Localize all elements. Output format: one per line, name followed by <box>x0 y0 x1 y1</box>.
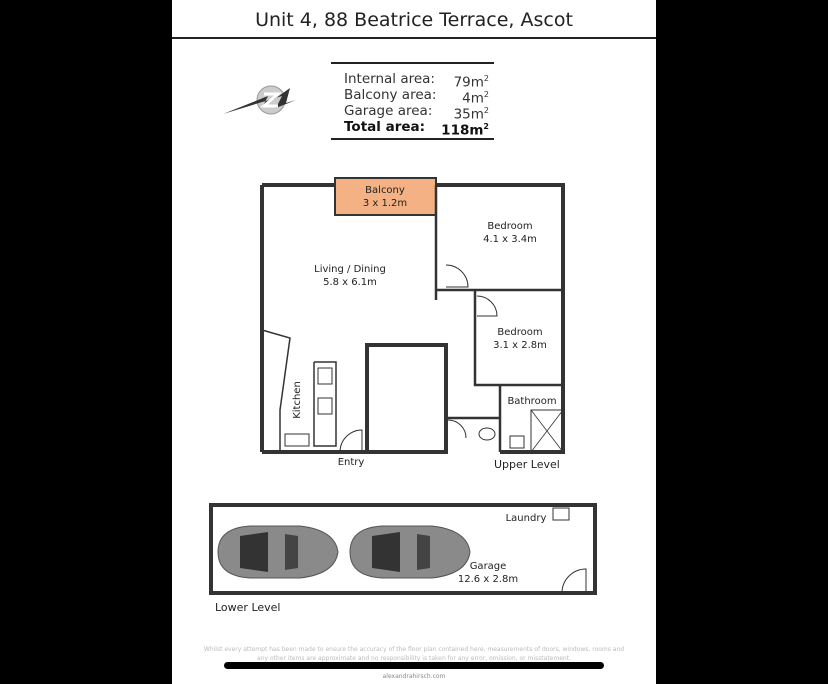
area-value: 35m2 <box>453 106 489 123</box>
area-label: Balcony area: <box>344 87 437 103</box>
garage-label: Garage <box>470 561 507 572</box>
floor-plan-drawing: Balcony 3 x 1.2m Bedroom 4.1 x 3.4m Livi… <box>209 85 597 614</box>
area-row-internal: Internal area: 79m2 <box>344 71 489 91</box>
north-arrow-compass-icon <box>223 85 296 115</box>
area-row-total: Total area: 118m2 <box>344 119 489 139</box>
area-row-balcony: Balcony area: 4m2 <box>344 87 489 107</box>
bedroom1-label: Bedroom <box>487 221 532 232</box>
area-value: 79m2 <box>453 74 489 91</box>
garage-size: 12.6 x 2.8m <box>458 574 518 585</box>
website-text: alexandrahirsch.com <box>382 673 446 680</box>
balcony-label: Balcony <box>365 185 405 196</box>
area-table-bottom-rule <box>331 138 494 140</box>
area-label: Total area: <box>344 119 426 135</box>
floor-plan-page: Unit 4, 88 Beatrice Terrace, Ascot Inter… <box>172 0 656 684</box>
bathroom-label: Bathroom <box>507 396 556 407</box>
upper-level-plan <box>260 177 565 454</box>
horizontal-scrollbar[interactable] <box>224 662 604 669</box>
area-label: Garage area: <box>344 103 433 119</box>
area-value: 4m2 <box>462 90 489 107</box>
balcony-size: 3 x 1.2m <box>363 198 407 209</box>
page-title: Unit 4, 88 Beatrice Terrace, Ascot <box>255 9 573 31</box>
car-icon <box>349 525 471 579</box>
title-divider <box>172 37 656 39</box>
lower-level-plan <box>209 503 597 595</box>
area-label: Internal area: <box>344 71 435 87</box>
balcony-area <box>334 177 437 216</box>
upper-level-label: Upper Level <box>494 458 560 471</box>
bedroom2-size: 3.1 x 2.8m <box>493 340 547 351</box>
area-table-top-rule <box>331 62 494 64</box>
car-icon <box>217 525 339 579</box>
bedroom1-size: 4.1 x 3.4m <box>483 234 537 245</box>
kitchen-label: Kitchen <box>292 381 303 419</box>
living-label: Living / Dining <box>314 264 386 275</box>
living-size: 5.8 x 6.1m <box>323 277 377 288</box>
lower-level-label: Lower Level <box>215 601 280 614</box>
area-row-garage: Garage area: 35m2 <box>344 103 489 123</box>
bedroom2-label: Bedroom <box>497 327 542 338</box>
entry-label: Entry <box>338 457 365 468</box>
laundry-label: Laundry <box>506 513 547 524</box>
disclaimer-text: Whilst every attempt has been made to en… <box>203 646 625 662</box>
area-value: 118m2 <box>441 122 489 139</box>
